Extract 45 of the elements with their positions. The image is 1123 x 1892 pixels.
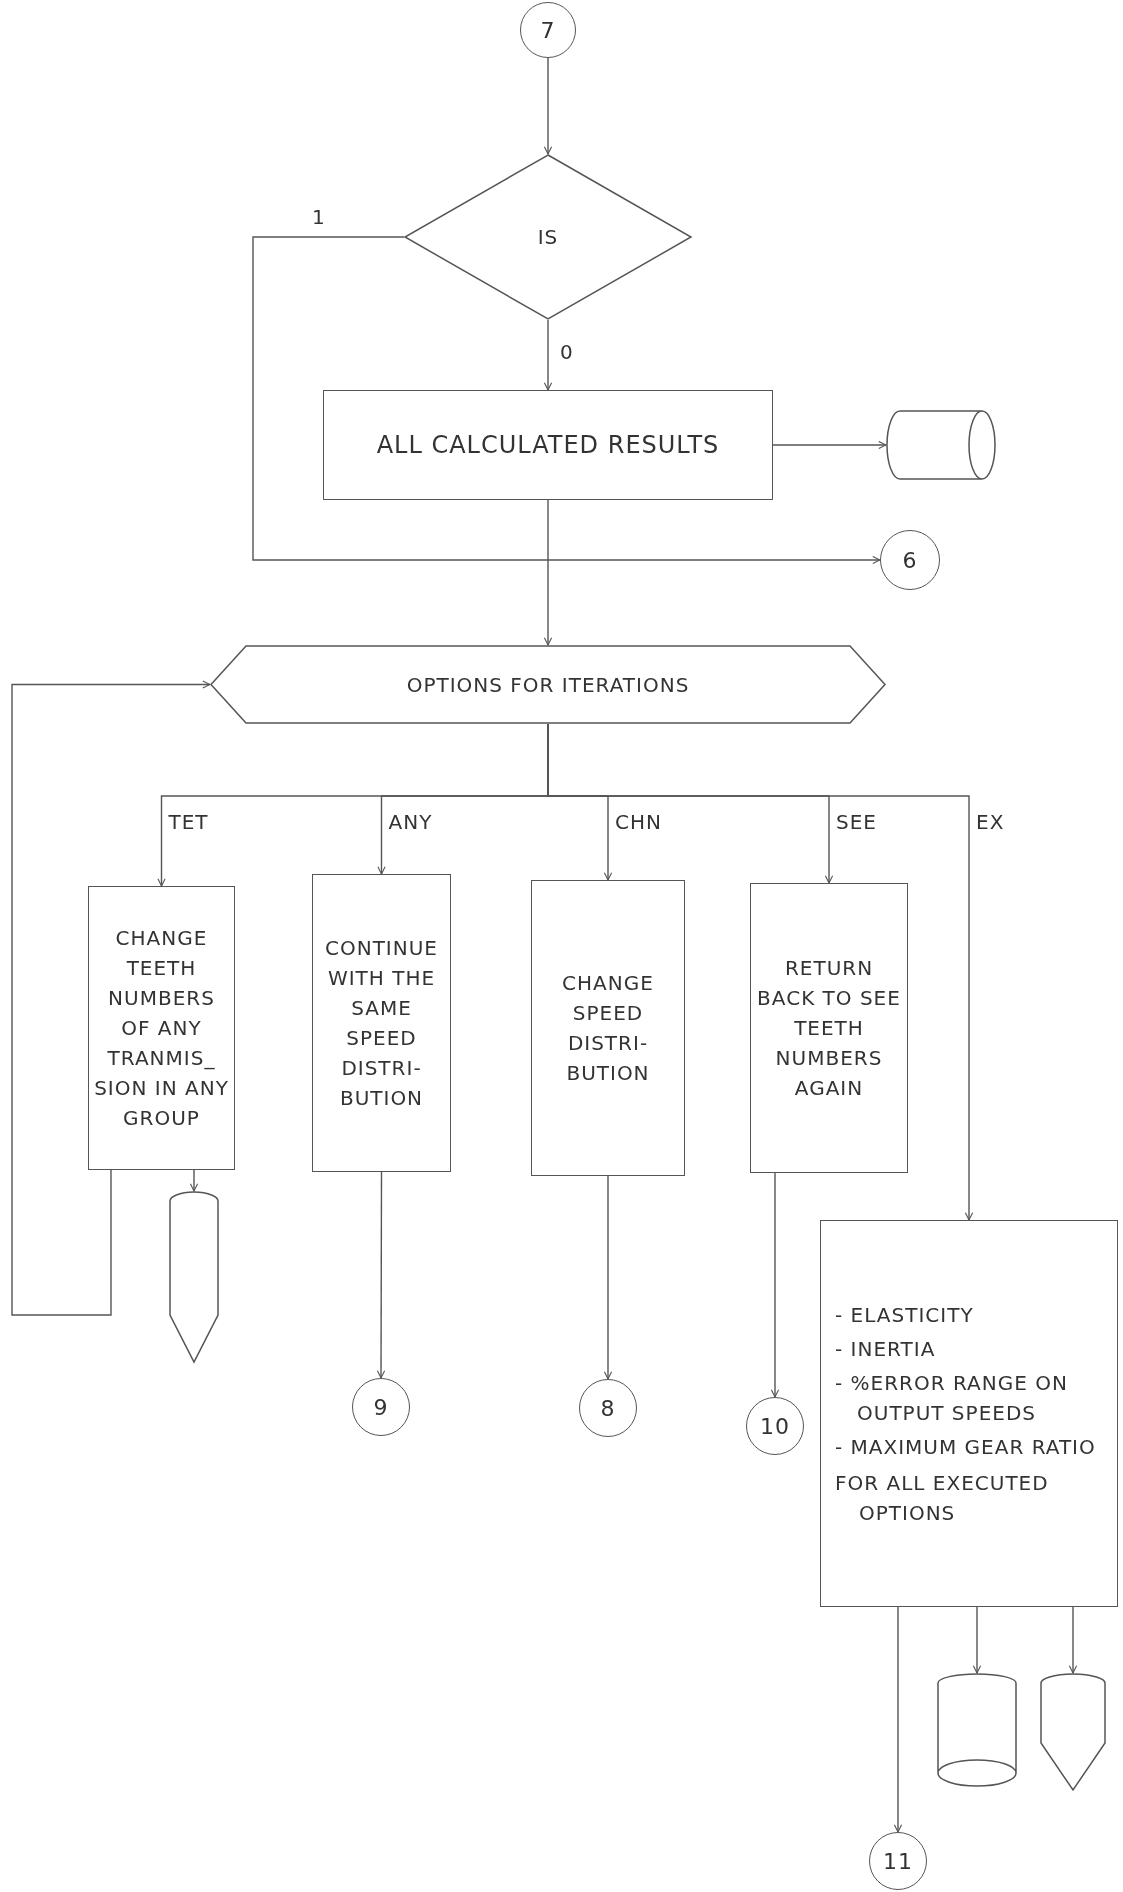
flow-arrow	[770, 1172, 780, 1398]
connector-number: 10	[760, 1412, 790, 1441]
flow-arrow	[189, 1169, 199, 1192]
list-item: - MAXIMUM GEAR RATIO	[835, 1433, 1097, 1461]
list-item: - ELASTICITY	[835, 1301, 975, 1329]
connector-number: 9	[373, 1393, 389, 1422]
flow-arrow	[543, 57, 553, 155]
box-text: OPTIONS FOR ITERATIONS	[406, 671, 690, 699]
connector-number: 7	[540, 16, 556, 45]
flow-arrow	[11, 680, 211, 1316]
offpage-connector	[169, 1191, 219, 1363]
storage-cylinder	[937, 1673, 1017, 1787]
list-item: - %ERROR RANGE ON OUTPUT SPEEDS	[835, 1369, 1069, 1427]
offpage-connector	[1040, 1673, 1106, 1791]
flow-arrow	[972, 1606, 982, 1674]
output-box	[820, 1220, 1118, 1607]
list-item: - INERTIA	[835, 1335, 937, 1363]
decision-diamond	[404, 154, 692, 320]
list-item: FOR ALL EXECUTED OPTIONS	[835, 1469, 1050, 1527]
flow-arrow	[1068, 1606, 1078, 1674]
flow-arrow	[603, 1175, 613, 1380]
connector-circle	[520, 2, 576, 58]
box-text: CHANGE SPEED DISTRI- BUTION	[561, 970, 655, 1087]
connector-number: 8	[600, 1394, 616, 1423]
flow-arrow	[543, 499, 553, 646]
process-box	[88, 886, 235, 1170]
box-text: CHANGE TEETH NUMBERS OF ANY TRANMIS_ SION IN ANY GROUP	[93, 925, 230, 1132]
tape-storage-cylinder	[886, 410, 996, 480]
flow-arrow	[252, 236, 881, 565]
process-box	[531, 880, 685, 1176]
box-text: ALL CALCULATED RESULTS	[376, 430, 720, 461]
box-text: RETURN BACK TO SEE TEETH NUMBERS AGAIN	[756, 955, 902, 1102]
flow-arrow	[543, 319, 553, 391]
box-text: IS	[537, 224, 559, 251]
connector-circle	[880, 530, 940, 590]
process-box	[323, 390, 773, 500]
flow-arrow	[893, 1606, 903, 1833]
process-box	[750, 883, 908, 1173]
process-box	[312, 874, 451, 1172]
flow-arrow	[376, 1171, 386, 1379]
connector-number: 6	[902, 546, 918, 575]
flow-arrow	[772, 440, 887, 450]
preparation-hexagon	[210, 645, 886, 724]
box-text: CONTINUE WITH THE SAME SPEED DISTRI- BUTION	[324, 935, 439, 1112]
connector-number: 11	[883, 1847, 913, 1876]
